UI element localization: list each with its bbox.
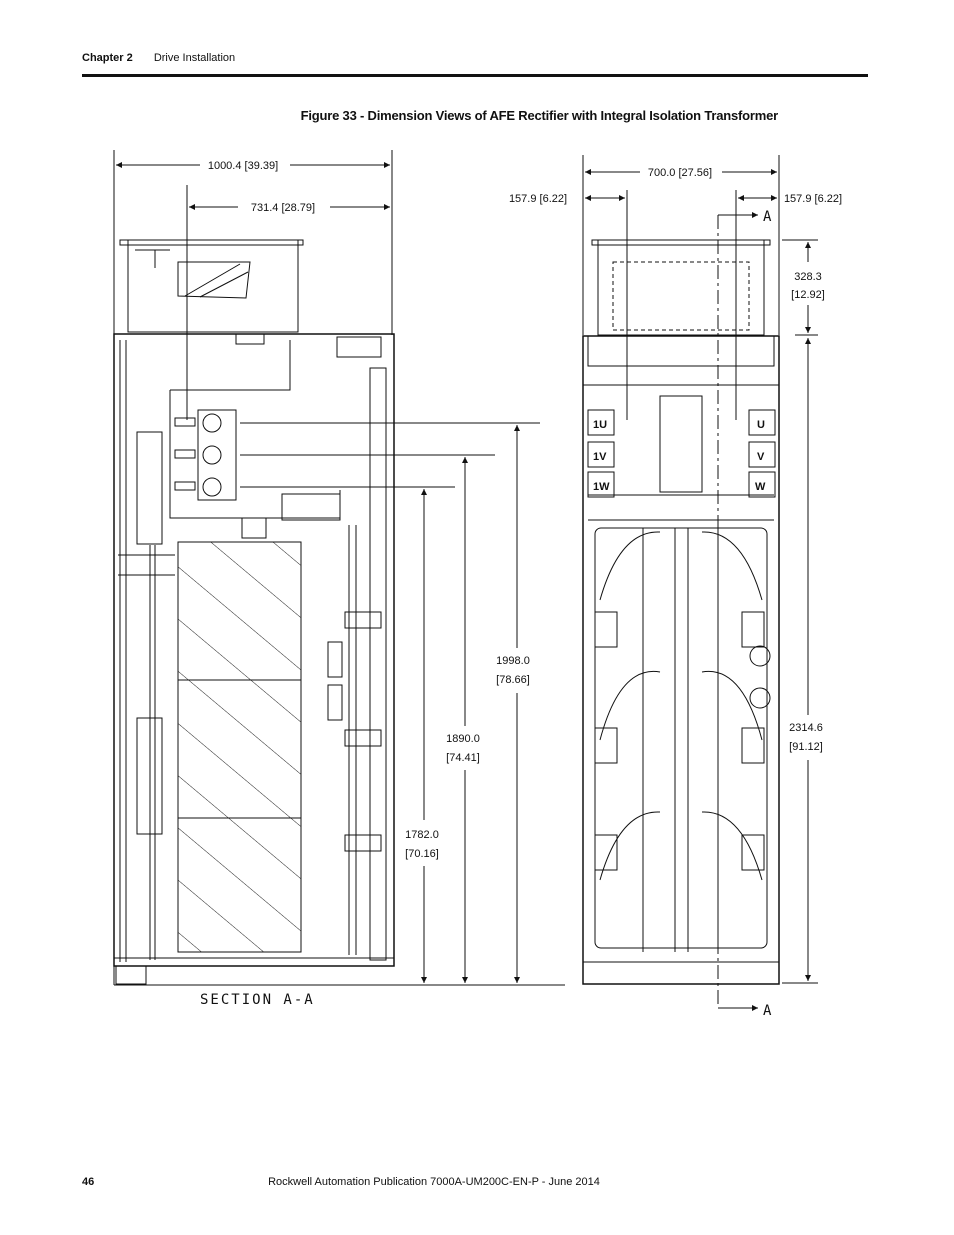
dim-total-height-b: [91.12] (789, 741, 823, 753)
terminal-w: W (755, 481, 766, 493)
section-marker-top: A (763, 209, 773, 225)
section-marker-bottom: A (763, 1003, 773, 1019)
terminal-1w: 1W (593, 481, 610, 493)
dim-h3-b: [70.16] (405, 848, 439, 860)
terminal-1v: 1V (593, 451, 607, 463)
terminal-v: V (757, 451, 765, 463)
dim-h2-a: 1890.0 (446, 733, 480, 745)
dim-h3-a: 1782.0 (405, 829, 439, 841)
dim-h1-a: 1998.0 (496, 655, 530, 667)
dim-hood-height-a: 328.3 (794, 271, 822, 283)
dim-h1-b: [78.66] (496, 674, 530, 686)
page-number: 46 (82, 1176, 95, 1188)
figure-caption: Figure 33 - Dimension Views of AFE Recti… (300, 108, 779, 123)
terminal-u: U (757, 419, 765, 431)
chapter-label: Chapter 2 (82, 52, 133, 64)
front-view (582, 155, 818, 1011)
dim-inner-width: 731.4 [28.79] (251, 202, 315, 214)
side-view (113, 150, 565, 986)
dim-front-width: 700.0 [27.56] (648, 167, 712, 179)
dim-left-offset: 157.9 [6.22] (509, 193, 567, 205)
header-rule (82, 74, 868, 77)
dim-h2-b: [74.41] (446, 752, 480, 764)
dim-overall-width: 1000.4 [39.39] (208, 160, 278, 172)
terminal-1u: 1U (593, 419, 607, 431)
section-label: Drive Installation (153, 52, 236, 64)
running-header: Chapter 2 Drive Installation (82, 52, 235, 64)
dim-hood-height-b: [12.92] (791, 289, 825, 301)
dim-right-offset: 157.9 [6.22] (784, 193, 842, 205)
publication-info: Rockwell Automation Publication 7000A-UM… (268, 1176, 600, 1188)
dim-total-height-a: 2314.6 (789, 722, 823, 734)
section-label: SECTION A-A (200, 992, 315, 1008)
